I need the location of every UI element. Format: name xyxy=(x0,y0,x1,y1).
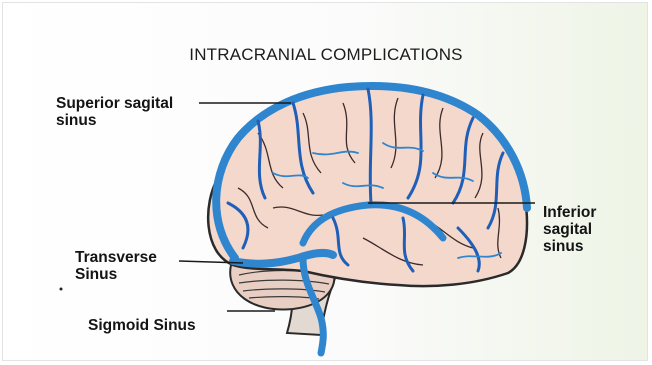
brain-diagram xyxy=(3,3,648,361)
diagram-frame: INTRACRANIAL COMPLICATIONS xyxy=(2,2,648,361)
label-inferior-sagittal-sinus: Inferior sagital sinus xyxy=(543,204,596,255)
stray-dot xyxy=(60,288,63,291)
label-superior-sagittal-sinus: Superior sagital sinus xyxy=(56,95,173,129)
label-transverse-sinus: Transverse Sinus xyxy=(75,249,157,283)
label-sigmoid-sinus: Sigmoid Sinus xyxy=(88,317,196,334)
